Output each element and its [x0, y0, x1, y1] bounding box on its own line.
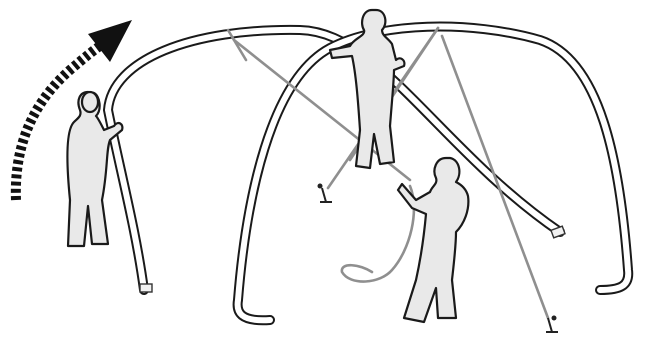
left-arch-pole [108, 30, 565, 292]
person-icon [67, 92, 122, 246]
